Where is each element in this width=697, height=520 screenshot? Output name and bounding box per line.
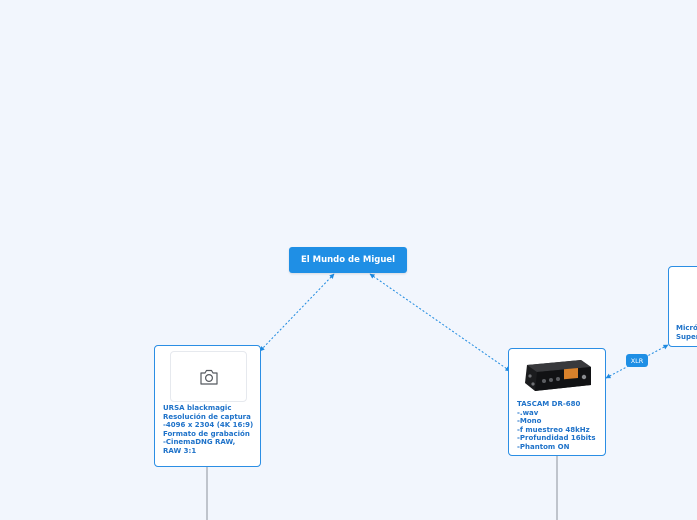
audio-recorder-image: [525, 360, 591, 391]
topic-tascam-recorder[interactable]: TASCAM DR-680 -.wav -Mono -f muestreo 48…: [508, 348, 606, 456]
camera-icon: [199, 369, 218, 385]
tascam-specs-text: TASCAM DR-680 -.wav -Mono -f muestreo 48…: [517, 400, 596, 451]
root-topic[interactable]: El Mundo de Miguel: [289, 247, 407, 273]
connector-root-tascam: [369, 273, 511, 372]
root-topic-label: El Mundo de Miguel: [300, 255, 396, 265]
topic-ursa-camera[interactable]: URSA blackmagic Resolución de captura -4…: [154, 345, 261, 467]
connector-root-ursa: [259, 273, 335, 352]
microphone-text: Micrófono Super: [676, 324, 697, 341]
ursa-specs-text: URSA blackmagic Resolución de captura -4…: [163, 404, 254, 455]
xlr-label-text: XLR: [630, 356, 644, 365]
xlr-connection-label[interactable]: XLR: [626, 354, 648, 367]
image-placeholder: [170, 351, 247, 402]
topic-microphone[interactable]: Micrófono Super: [668, 266, 697, 347]
